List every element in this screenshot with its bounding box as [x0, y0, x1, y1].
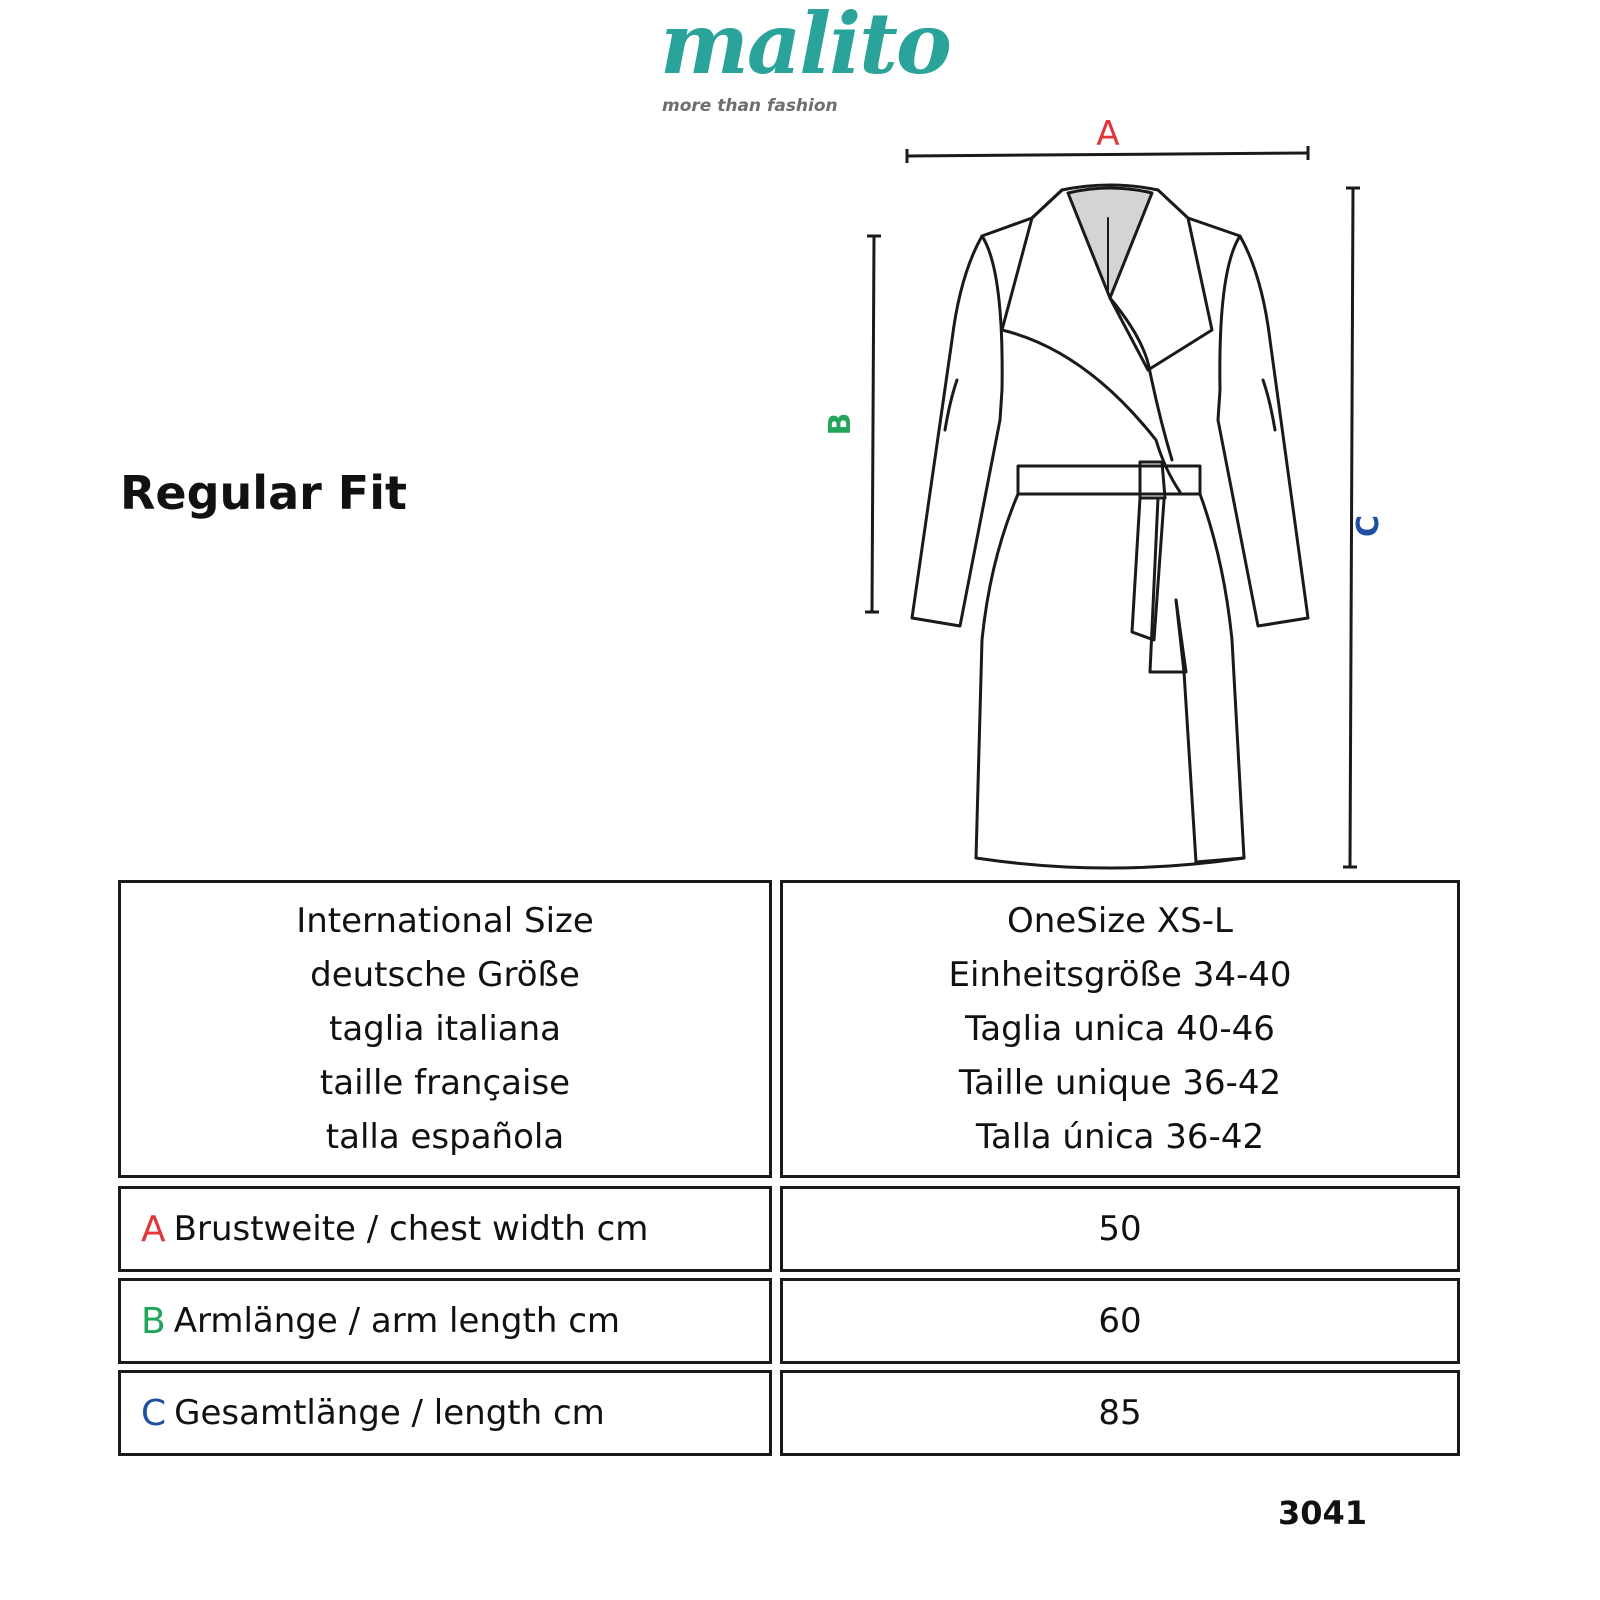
- measure-row-b-value: 60: [780, 1278, 1460, 1364]
- brand-tagline: more than fashion: [662, 96, 838, 116]
- measure-row-a-label: A Brustweite / chest width cm: [118, 1186, 772, 1272]
- coat-outline: [910, 183, 1310, 870]
- measure-letter-a: A: [141, 1208, 166, 1250]
- measure-label-length: Gesamtlänge / length cm: [174, 1393, 605, 1433]
- measure-value-length: 85: [1098, 1393, 1142, 1433]
- size-system-header: International Size deutsche Größe taglia…: [118, 880, 772, 1178]
- size-value-french: Taille unique 36-42: [958, 1063, 1282, 1103]
- size-value-header: OneSize XS-L Einheitsgröße 34-40 Taglia …: [780, 880, 1460, 1178]
- size-value-italian: Taglia unica 40-46: [965, 1009, 1275, 1049]
- size-value-spanish: Talla única 36-42: [975, 1117, 1265, 1157]
- measure-label-a: A: [1096, 114, 1119, 154]
- measure-line-c: [1343, 186, 1360, 869]
- brand-logo: malito more than fashion: [660, 2, 952, 120]
- measure-letter-c: C: [141, 1392, 167, 1434]
- measure-value-arm: 60: [1098, 1301, 1142, 1341]
- measure-letter-b: B: [141, 1300, 166, 1342]
- measure-label-b: B: [823, 413, 858, 436]
- measure-row-c-value: 85: [780, 1370, 1460, 1456]
- fit-title: Regular Fit: [120, 466, 407, 520]
- size-system-german: deutsche Größe: [310, 955, 580, 995]
- measure-label-c: C: [1351, 515, 1386, 537]
- article-number: 3041: [1278, 1494, 1368, 1532]
- measure-line-b: [865, 234, 881, 614]
- measure-row-a-value: 50: [780, 1186, 1460, 1272]
- size-system-italian: taglia italiana: [328, 1009, 561, 1049]
- size-value-international: OneSize XS-L: [1007, 901, 1233, 941]
- size-system-international: International Size: [296, 901, 594, 941]
- size-system-spanish: talla española: [325, 1117, 565, 1157]
- measure-row-c-label: C Gesamtlänge / length cm: [118, 1370, 772, 1456]
- measure-label-arm: Armlänge / arm length cm: [173, 1301, 621, 1341]
- garment-diagram: A B C: [823, 114, 1386, 870]
- size-value-german: Einheitsgröße 34-40: [948, 955, 1292, 995]
- measure-row-b-label: B Armlänge / arm length cm: [118, 1278, 772, 1364]
- measure-value-chest: 50: [1098, 1209, 1142, 1249]
- size-system-french: taille française: [319, 1063, 571, 1103]
- measure-line-a: [905, 146, 1310, 163]
- brand-wordmark: malito: [660, 0, 952, 93]
- measure-label-chest: Brustweite / chest width cm: [173, 1209, 649, 1249]
